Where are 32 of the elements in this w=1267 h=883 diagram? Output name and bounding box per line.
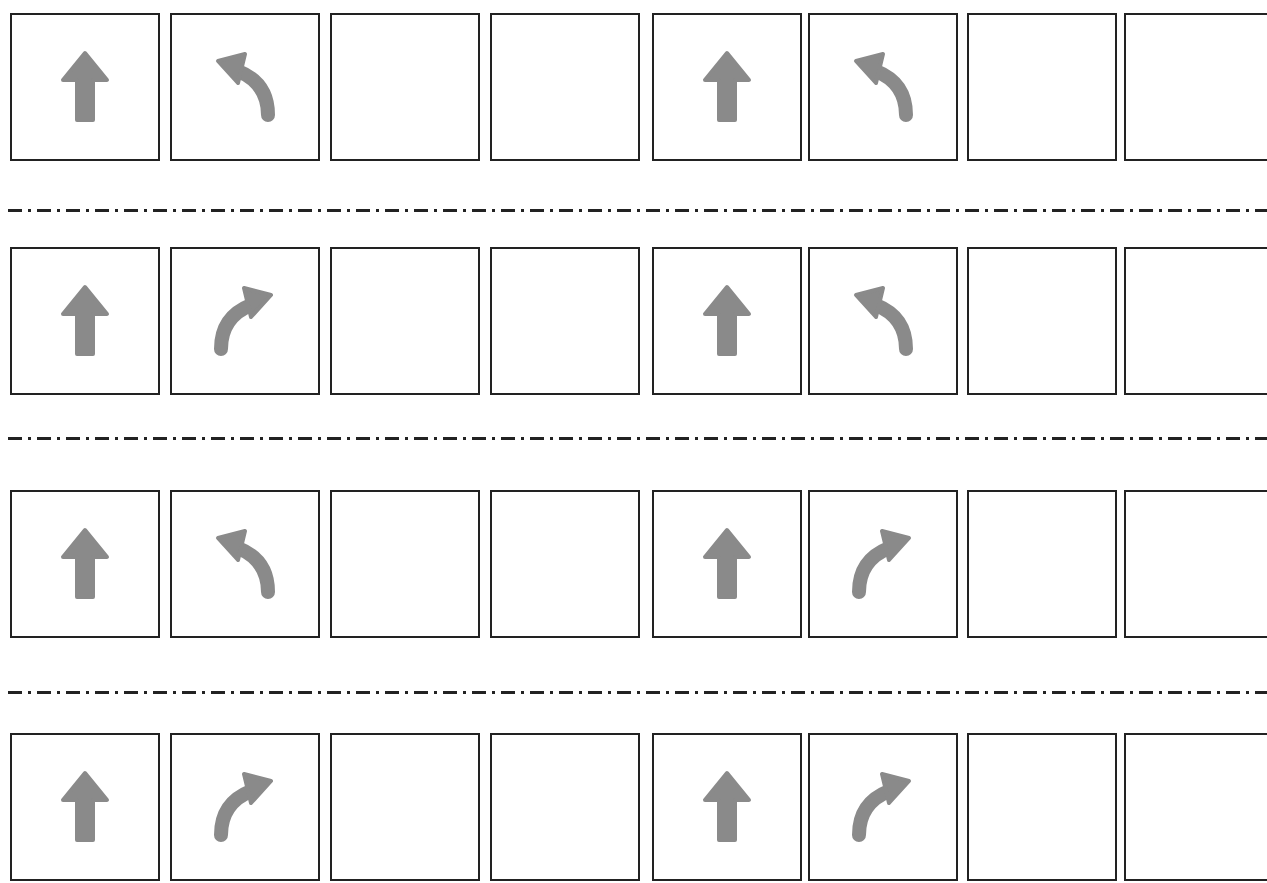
answer-box xyxy=(967,247,1117,395)
arrow-card xyxy=(10,13,160,161)
answer-box xyxy=(1124,247,1267,395)
arrow-card xyxy=(170,490,320,638)
arrow-card xyxy=(808,13,958,161)
answer-box xyxy=(967,490,1117,638)
answer-box xyxy=(1124,733,1267,881)
answer-box xyxy=(330,490,480,638)
arrow-card xyxy=(170,247,320,395)
answer-box xyxy=(490,247,640,395)
arrow-card xyxy=(808,733,958,881)
answer-box xyxy=(490,490,640,638)
arrow-card xyxy=(170,13,320,161)
answer-box xyxy=(490,13,640,161)
answer-box xyxy=(330,733,480,881)
answer-box xyxy=(490,733,640,881)
answer-box xyxy=(330,247,480,395)
arrow-card xyxy=(808,247,958,395)
answer-box xyxy=(1124,490,1267,638)
arrow-card xyxy=(10,733,160,881)
arrow-card xyxy=(652,13,802,161)
arrow-card xyxy=(808,490,958,638)
arrow-card xyxy=(652,490,802,638)
answer-box xyxy=(1124,13,1267,161)
arrow-card xyxy=(10,247,160,395)
answer-box xyxy=(330,13,480,161)
answer-box xyxy=(967,13,1117,161)
arrow-card xyxy=(652,733,802,881)
arrow-card xyxy=(170,733,320,881)
arrow-card xyxy=(652,247,802,395)
answer-box xyxy=(967,733,1117,881)
arrow-card xyxy=(10,490,160,638)
